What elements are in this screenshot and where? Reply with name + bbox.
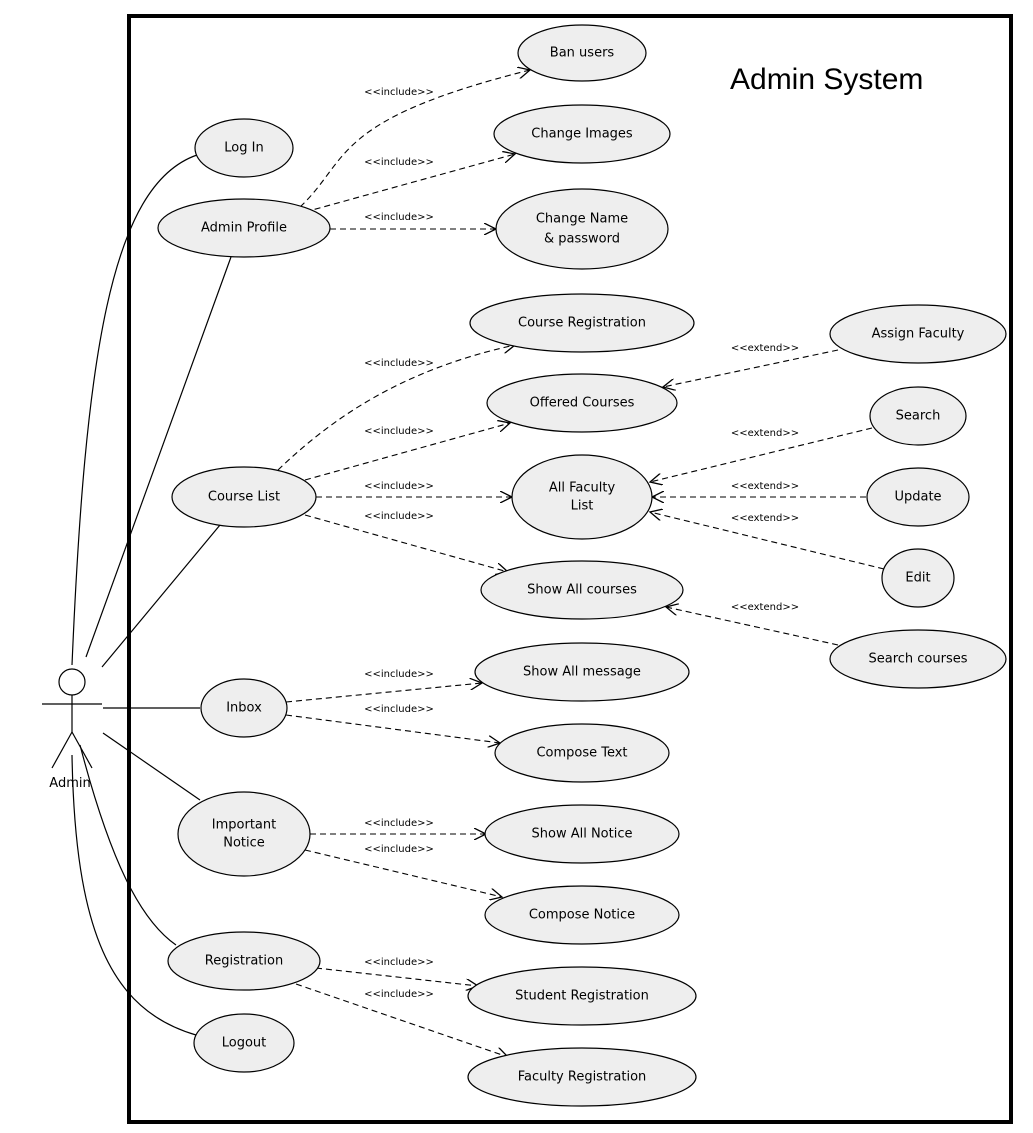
use-case-label: Update	[894, 490, 941, 505]
use-case-admin-profile[interactable]: Admin Profile	[157, 198, 331, 258]
use-case-label: Faculty Registration	[518, 1070, 647, 1085]
use-case-label: Admin Profile	[201, 221, 287, 236]
dep-show-all-courses	[304, 514, 508, 572]
label-extend: <<extend>>	[731, 481, 799, 492]
use-case-label: Edit	[905, 571, 930, 586]
use-case-label: & password	[544, 232, 620, 247]
assoc-admin-profile	[85, 256, 232, 658]
dep-assign-faculty	[663, 349, 839, 387]
assoc-important-notice	[102, 732, 201, 801]
use-case-show-all-notice[interactable]: Show All Notice	[484, 804, 680, 864]
assoc-registration	[79, 744, 177, 946]
use-case-label: Show All Notice	[532, 827, 633, 842]
label-include: <<include>>	[364, 358, 434, 369]
use-case-course-registration[interactable]: Course Registration	[469, 293, 695, 353]
use-case-update[interactable]: Update	[866, 467, 970, 527]
use-case-label: Show All message	[523, 665, 641, 680]
use-case-show-all-courses[interactable]: Show All courses	[480, 560, 684, 620]
use-case-label: Ban users	[550, 46, 615, 61]
dep-student-registration	[315, 967, 478, 986]
dep-compose-notice	[304, 849, 502, 897]
label-include: <<include>>	[364, 212, 434, 223]
label-include: <<include>>	[364, 157, 434, 168]
use-case-label: Change Name	[536, 212, 628, 227]
use-case-label: Logout	[222, 1036, 267, 1051]
use-case-label: Registration	[205, 954, 283, 969]
dep-change-images	[304, 154, 515, 213]
use-case-course-list[interactable]: Course List	[171, 466, 317, 528]
use-case-label: Assign Faculty	[872, 327, 965, 342]
dep-edit	[650, 512, 885, 570]
use-case-assign-faculty[interactable]: Assign Faculty	[829, 304, 1007, 364]
dep-offered-courses	[304, 423, 510, 481]
use-case-important-notice[interactable]: Important Notice	[177, 791, 311, 877]
use-case-search[interactable]: Search	[869, 386, 967, 446]
use-case-student-registration[interactable]: Student Registration	[467, 966, 697, 1026]
use-case-inbox[interactable]: Inbox	[200, 678, 288, 738]
label-include: <<include>>	[364, 704, 434, 715]
label-include: <<include>>	[364, 511, 434, 522]
use-case-compose-notice[interactable]: Compose Notice	[484, 885, 680, 945]
use-case-label: Inbox	[226, 701, 262, 716]
use-case-label: List	[571, 499, 594, 514]
label-extend: <<extend>>	[731, 602, 799, 613]
use-case-edit[interactable]: Edit	[881, 548, 955, 608]
use-case-compose-text[interactable]: Compose Text	[494, 723, 670, 783]
use-case-label: Offered Courses	[530, 396, 635, 411]
label-include: <<include>>	[364, 481, 434, 492]
dep-faculty-registration	[295, 983, 508, 1057]
use-case-logout[interactable]: Logout	[193, 1013, 295, 1073]
use-case-label: Compose Notice	[529, 908, 635, 923]
label-include: <<include>>	[364, 844, 434, 855]
use-case-change-name-password[interactable]: Change Name & password	[495, 188, 669, 270]
actor-label: Admin	[49, 776, 90, 791]
actor-right-leg	[71, 731, 93, 769]
use-case-show-all-message[interactable]: Show All message	[474, 642, 690, 702]
label-include: <<include>>	[364, 957, 434, 968]
dep-show-all-message	[285, 683, 482, 703]
use-case-label: Notice	[223, 836, 265, 851]
use-case-label: Show All courses	[527, 583, 637, 598]
label-include: <<include>>	[364, 989, 434, 1000]
dep-ban-users	[299, 70, 530, 208]
dep-search	[650, 427, 873, 482]
dep-compose-text	[285, 714, 500, 743]
use-case-faculty-registration[interactable]: Faculty Registration	[467, 1047, 697, 1107]
use-case-label: Important	[212, 818, 276, 833]
label-include: <<include>>	[364, 87, 434, 98]
use-case-label: Student Registration	[515, 989, 649, 1004]
label-extend: <<extend>>	[731, 428, 799, 439]
use-case-change-images[interactable]: Change Images	[493, 104, 671, 164]
use-case-search-courses[interactable]: Search courses	[829, 629, 1007, 689]
use-case-label: Search	[896, 409, 941, 424]
label-extend: <<extend>>	[731, 343, 799, 354]
label-include: <<include>>	[364, 669, 434, 680]
use-case-label: Search courses	[868, 652, 967, 667]
actor-head	[58, 668, 86, 696]
use-case-label: Course List	[208, 490, 280, 505]
assoc-logout	[71, 754, 197, 1036]
use-case-offered-courses[interactable]: Offered Courses	[486, 373, 678, 433]
label-extend: <<extend>>	[731, 513, 799, 524]
use-case-ban-users[interactable]: Ban users	[517, 24, 647, 82]
assoc-course-list	[101, 524, 221, 668]
use-case-label: All Faculty	[549, 481, 616, 496]
use-case-registration[interactable]: Registration	[167, 931, 321, 991]
actor-left-leg	[51, 731, 73, 769]
use-case-label: Change Images	[531, 127, 633, 142]
system-boundary	[127, 14, 1013, 1124]
use-case-label: Course Registration	[518, 316, 646, 331]
label-include: <<include>>	[364, 818, 434, 829]
admin-actor[interactable]: Admin	[42, 668, 102, 791]
assoc-log-in	[71, 154, 198, 666]
label-include: <<include>>	[364, 426, 434, 437]
use-case-log-in[interactable]: Log In	[194, 118, 294, 178]
use-case-label: Compose Text	[536, 746, 627, 761]
use-case-label: Log In	[224, 141, 263, 156]
system-title: Admin System	[730, 63, 923, 96]
use-case-all-faculty-list[interactable]: All Faculty List	[511, 454, 653, 540]
